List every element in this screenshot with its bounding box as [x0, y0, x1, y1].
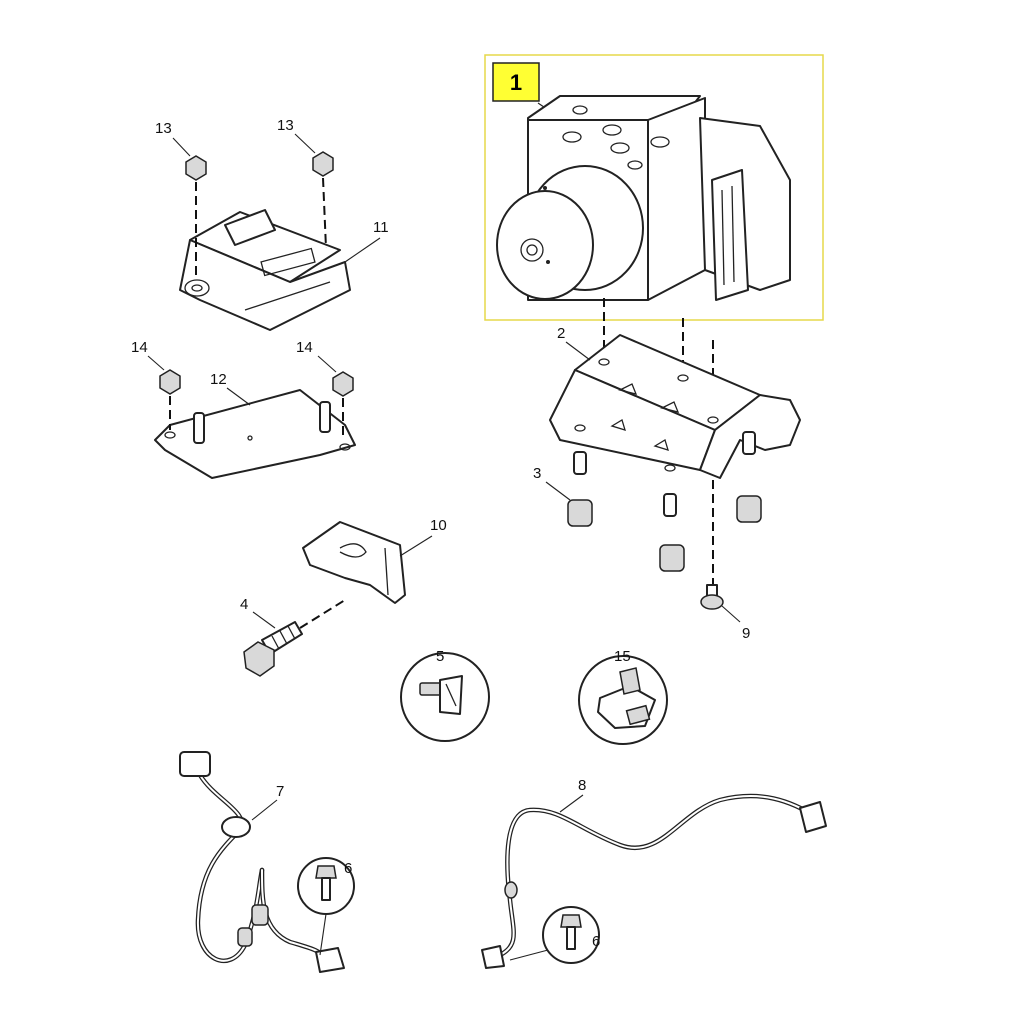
callout-10[interactable]: 10: [430, 517, 447, 534]
sensor-8-connector: [799, 801, 827, 833]
grommet-3: [736, 495, 762, 523]
sensor-harness-7: [179, 751, 345, 973]
bracket-10: [302, 521, 406, 604]
grommet-2: [659, 544, 685, 572]
hydraulic-block-side: [647, 97, 706, 301]
callout-6-right[interactable]: 6: [592, 933, 600, 950]
nut-14-right: [332, 371, 354, 397]
callout-13-left[interactable]: 13: [155, 120, 172, 137]
callout-11[interactable]: 11: [373, 219, 389, 236]
nut-13-right: [312, 151, 334, 177]
sensor-harness-8: [481, 793, 827, 969]
sensor-7-head: [315, 947, 345, 973]
bolt-4: [243, 621, 303, 677]
bolt-4-head: [243, 641, 275, 677]
callout-12[interactable]: 12: [210, 371, 227, 388]
nuts-13: [185, 151, 334, 181]
sensor-7-grommet: [221, 816, 251, 838]
detail-15: [578, 655, 668, 745]
callout-8[interactable]: 8: [578, 777, 586, 794]
bolt-9: [700, 584, 724, 610]
nut-14-left: [159, 369, 181, 395]
pump-motor-face: [496, 190, 594, 300]
clip-bracket-10: [302, 521, 406, 604]
callout-13-right[interactable]: 13: [277, 117, 294, 134]
plate-bracket: [154, 389, 356, 479]
callout-6-left[interactable]: 6: [344, 860, 352, 877]
callout-3[interactable]: 3: [533, 465, 541, 482]
callout-14-left[interactable]: 14: [131, 339, 148, 356]
module-front: [179, 239, 351, 331]
nuts-14: [159, 369, 354, 397]
detail-6-right: [542, 906, 600, 964]
callout-14-right[interactable]: 14: [296, 339, 313, 356]
ecu-connector: [711, 169, 749, 301]
callout-9[interactable]: 9: [742, 625, 750, 642]
mounting-bracket: [549, 334, 801, 572]
callout-4[interactable]: 4: [240, 596, 248, 613]
control-module: [179, 209, 351, 331]
abs-modulator-group: 1: [484, 54, 824, 321]
grommet-1: [567, 499, 593, 527]
nut-13-left: [185, 155, 207, 181]
part-1-callout-box[interactable]: [492, 62, 540, 102]
callout-2[interactable]: 2: [557, 325, 565, 342]
callout-15[interactable]: 15: [614, 648, 631, 665]
sensor-8-head: [481, 945, 505, 969]
highlight-frame: [484, 54, 824, 321]
plate-12: [154, 389, 356, 479]
detail-5: [400, 652, 490, 742]
callout-5[interactable]: 5: [436, 648, 444, 665]
callout-1: 1: [510, 70, 522, 95]
sensor-7-connector: [179, 751, 211, 777]
callout-7[interactable]: 7: [276, 783, 284, 800]
